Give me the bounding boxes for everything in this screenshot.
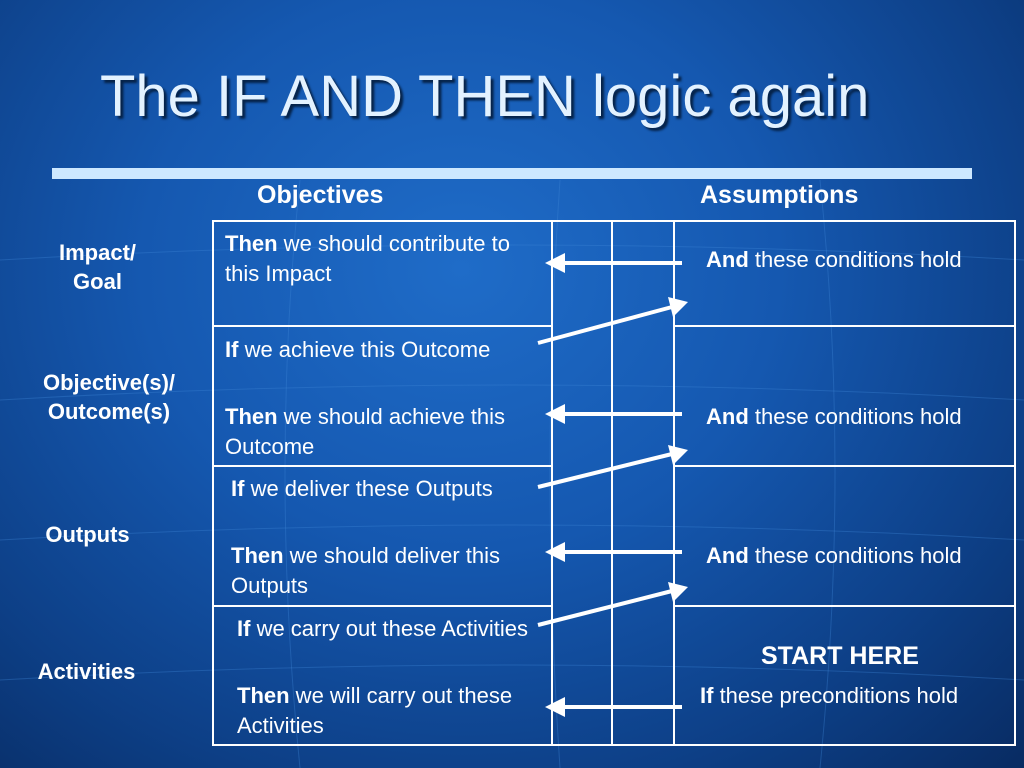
- cell-activities-if: If we carry out these Activities: [237, 614, 547, 644]
- row-label-line: Outcome(s): [47, 399, 171, 424]
- row-label-activities: Activities: [14, 657, 159, 686]
- keyword-and: And: [706, 543, 749, 568]
- row-label-line: Activities: [37, 659, 136, 684]
- cell-outputs-then: Then we should deliver this Outputs: [231, 541, 551, 601]
- cell-text: we should achieve this Outcome: [225, 404, 506, 459]
- row-label-line: Outputs: [45, 522, 130, 547]
- cell-text: we should deliver this Outputs: [231, 543, 501, 598]
- cell-text: we carry out these Activities: [250, 616, 529, 641]
- cell-outputs-if: If we deliver these Outputs: [231, 474, 541, 504]
- keyword-if: If: [225, 337, 239, 362]
- cell-preconditions-if: If these preconditions hold: [700, 681, 1010, 711]
- title-underline: [52, 168, 972, 179]
- cell-text: these conditions hold: [748, 247, 962, 272]
- keyword-then: Then: [225, 231, 278, 256]
- keyword-if: If: [700, 683, 714, 708]
- row-label-outcome: Objective(s)/ Outcome(s): [4, 368, 214, 426]
- cell-activities-then: Then we will carry out these Activities: [237, 681, 547, 741]
- keyword-if: If: [237, 616, 251, 641]
- start-here-label: START HERE: [761, 642, 919, 670]
- keyword-and: And: [706, 247, 749, 272]
- cell-text: we deliver these Outputs: [244, 476, 493, 501]
- header-objectives: Objectives: [257, 181, 384, 209]
- keyword-and: And: [706, 404, 749, 429]
- cell-outcome-then: Then we should achieve this Outcome: [225, 402, 550, 462]
- keyword-then: Then: [231, 543, 284, 568]
- keyword-then: Then: [237, 683, 290, 708]
- cell-text: these conditions hold: [748, 404, 962, 429]
- keyword-if: If: [231, 476, 245, 501]
- cell-text: these conditions hold: [748, 543, 962, 568]
- keyword-then: Then: [225, 404, 278, 429]
- row-label-impact: Impact/ Goal: [20, 238, 175, 296]
- cell-outcome-if: If we achieve this Outcome: [225, 335, 545, 365]
- slide-title: The IF AND THEN logic again: [100, 64, 870, 129]
- row-label-line: Objective(s)/: [42, 370, 176, 395]
- row-label-line: Impact/: [58, 240, 137, 265]
- cell-outputs-and: And these conditions hold: [706, 541, 1006, 571]
- cell-impact-then: Then we should contribute to this Impact: [225, 229, 545, 289]
- cell-outcome-and: And these conditions hold: [706, 402, 1006, 432]
- cell-text: we should contribute to this Impact: [225, 231, 510, 286]
- cell-text: these preconditions hold: [713, 683, 959, 708]
- row-label-outputs: Outputs: [20, 520, 155, 549]
- cell-text: we achieve this Outcome: [238, 337, 491, 362]
- cell-impact-and: And these conditions hold: [706, 245, 1006, 275]
- cell-text: we will carry out these Activities: [237, 683, 513, 738]
- row-label-line: Goal: [73, 269, 122, 294]
- header-assumptions: Assumptions: [700, 181, 859, 209]
